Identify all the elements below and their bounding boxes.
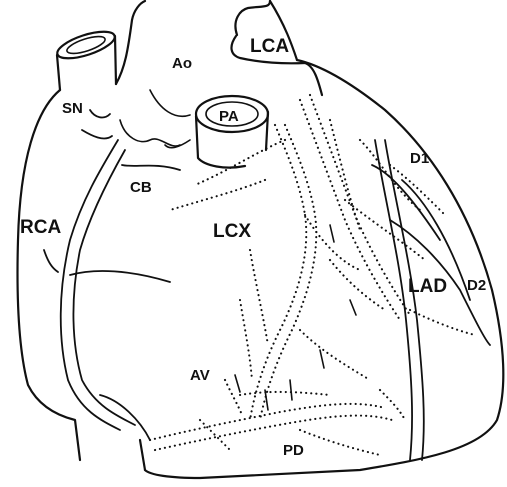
right-coronary-artery: [44, 110, 180, 440]
heart-outline: [17, 1, 503, 478]
label-lcx: LCX: [213, 221, 251, 242]
label-pd: PD: [283, 442, 304, 459]
label-ao: Ao: [172, 55, 192, 72]
aorta: [120, 90, 190, 146]
superior-vena-cava: [54, 26, 117, 90]
label-lad: LAD: [408, 276, 447, 297]
label-d2: D2: [467, 277, 486, 294]
left-anterior-descending: [372, 140, 490, 460]
label-lca: LCA: [250, 36, 289, 57]
pulmonary-artery: [165, 96, 268, 168]
label-sn: SN: [62, 100, 83, 117]
label-d1: D1: [410, 150, 429, 167]
label-av: AV: [190, 367, 210, 384]
label-rca: RCA: [20, 217, 61, 238]
label-cb: CB: [130, 179, 152, 196]
posterior-descending: [150, 225, 392, 455]
left-circumflex-branches: [170, 95, 475, 420]
label-pa: PA: [219, 108, 239, 125]
